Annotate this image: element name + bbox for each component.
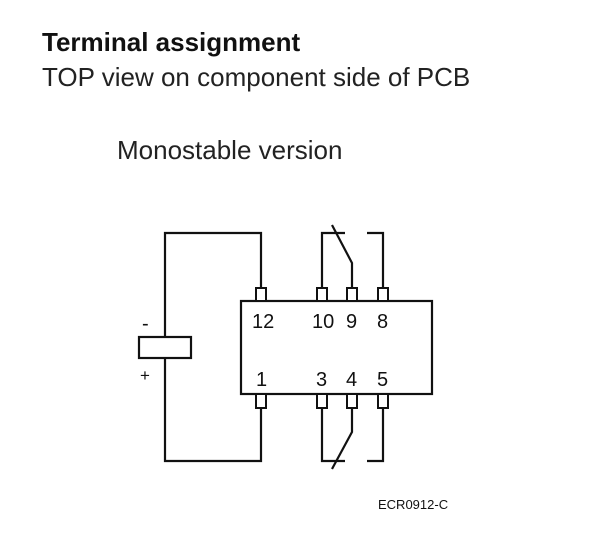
pin-label-5: 5: [377, 369, 388, 391]
drawing-code: ECR0912-C: [378, 497, 448, 512]
diagram-title: Terminal assignment: [42, 27, 301, 57]
version-label: Monostable version: [117, 135, 343, 165]
diagram-subtitle: TOP view on component side of PCB: [42, 62, 471, 92]
coil-wiring: [137, 231, 263, 463]
pin-label-12: 12: [252, 311, 274, 333]
bottom-switch: [320, 408, 385, 470]
pin-label-1: 1: [256, 369, 267, 391]
pin-label-8: 8: [377, 311, 388, 333]
coil-minus: -: [142, 313, 149, 335]
pin-label-9: 9: [346, 311, 357, 333]
pin-label-4: 4: [346, 369, 357, 391]
coil-symbol: [137, 335, 193, 360]
coil-plus: +: [140, 366, 150, 385]
top-switch: [320, 224, 385, 288]
pin-label-3: 3: [316, 369, 327, 391]
pin-label-10: 10: [312, 311, 334, 333]
relay-body: [239, 299, 434, 396]
